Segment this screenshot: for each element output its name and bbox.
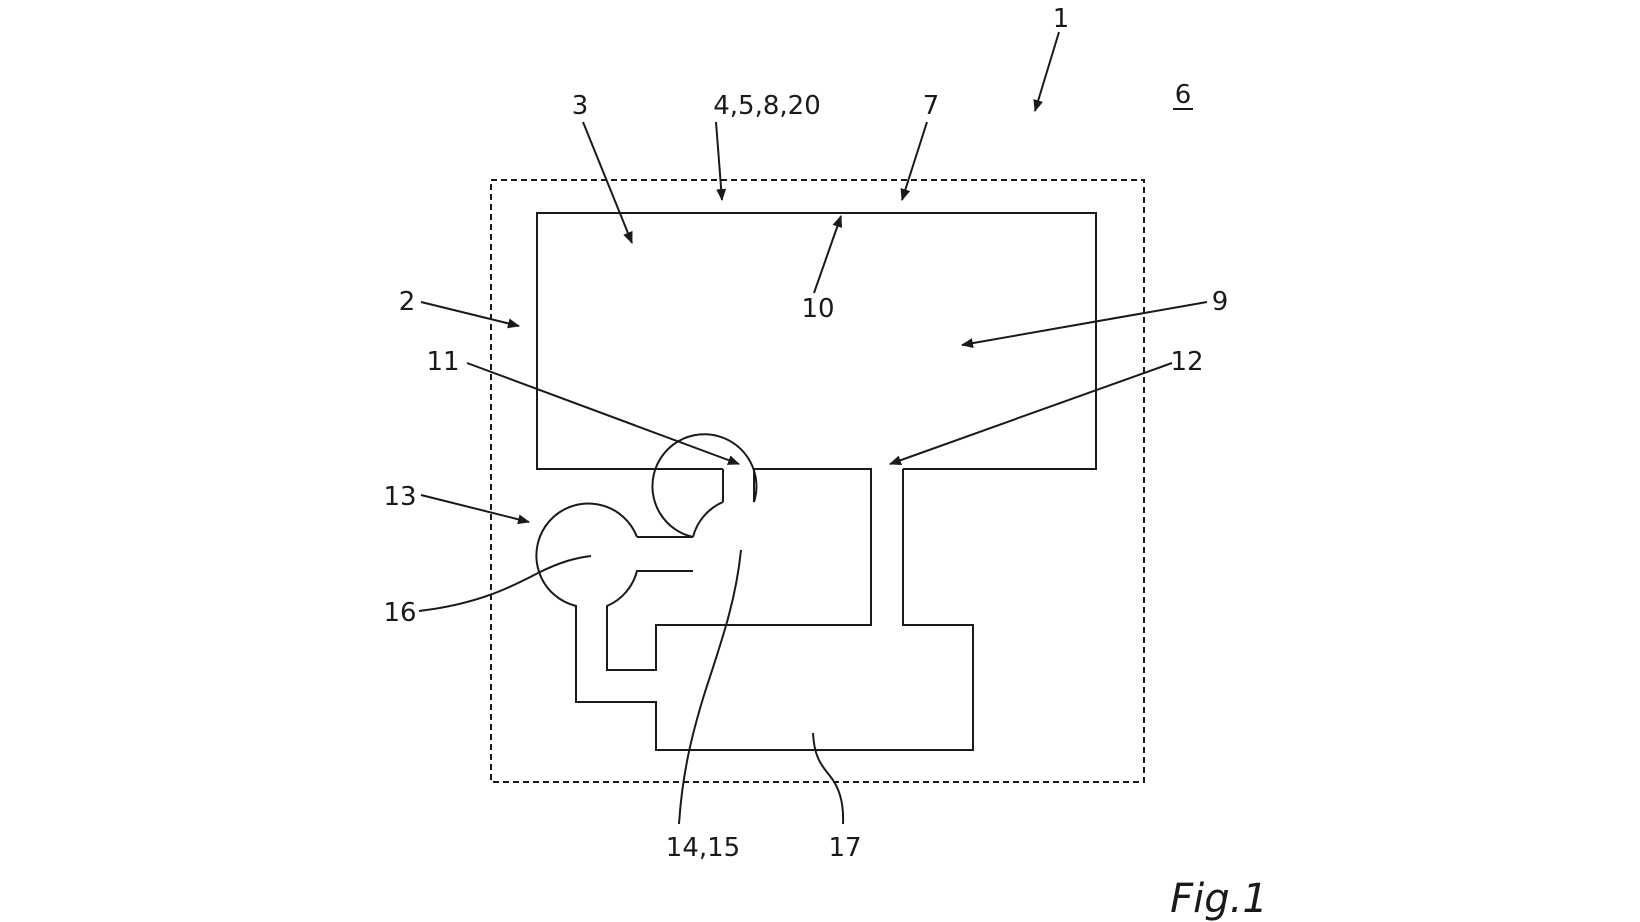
label-ref-4-5-8-20: 4,5,8,20 (713, 91, 821, 121)
label-ref-12: 12 (1170, 347, 1203, 377)
leader-arrow-2 (420, 301, 520, 329)
label-ref-14-15: 14,15 (666, 833, 740, 863)
leader-arrow-1 (1033, 31, 1060, 112)
leader-curve-14-15 (678, 549, 742, 825)
label-ref-16: 16 (383, 598, 416, 628)
figure-caption: Fig.1 (1170, 876, 1268, 922)
label-ref-11: 11 (426, 347, 459, 377)
label-ref-13: 13 (383, 482, 416, 512)
inner-bridge-wall (606, 433, 872, 671)
leader-curve-16 (418, 555, 592, 612)
dashed-boundary-outline (490, 179, 1145, 783)
leader-arrow-12 (889, 362, 1173, 465)
leader-arrow-13 (420, 494, 530, 525)
label-ref-2: 2 (399, 287, 416, 317)
label-ref-9: 9 (1212, 287, 1229, 317)
leader-arrow-9 (961, 301, 1208, 349)
leader-arrow-3 (582, 121, 633, 244)
label-ref-3: 3 (572, 91, 589, 121)
leader-arrow-7 (900, 121, 928, 201)
label-ref-17: 17 (828, 833, 861, 863)
label-ref-10: 10 (801, 294, 834, 324)
upper-chamber-outline (536, 212, 1097, 470)
leader-arrow-10 (813, 215, 843, 294)
label-ref-1: 1 (1053, 4, 1070, 34)
leader-curve-17 (812, 732, 845, 825)
leader-arrow-11 (466, 362, 740, 465)
label-ref-7: 7 (923, 91, 940, 121)
lower-channel-outline (535, 469, 974, 751)
label-ref-6: 6 (1175, 80, 1192, 110)
leader-arrow-4-5-8-20 (715, 121, 727, 201)
